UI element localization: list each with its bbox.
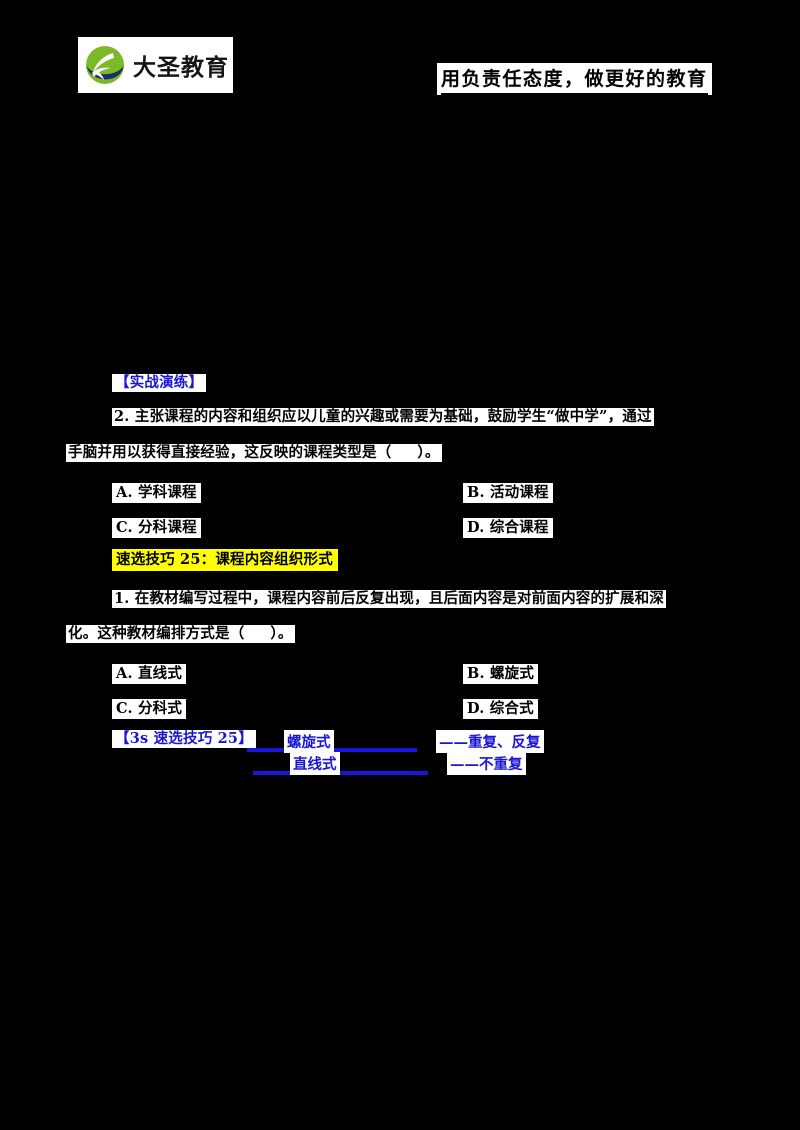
question-1-line-2: 化。这种教材编排方式是（ ）。 <box>66 625 295 644</box>
question-1-line-2-post: ）。 <box>270 625 293 642</box>
question-1-option-d[interactable]: D. 综合式 <box>463 699 538 720</box>
tip-result-repeat: ——重复、反复 <box>436 730 544 753</box>
tip-connector-line-2 <box>253 771 428 775</box>
tip-term-spiral: 螺旋式 <box>284 730 334 753</box>
question-2-line-2: 手脑并用以获得直接经验，这反映的课程类型是（ ）。 <box>66 444 442 463</box>
question-2-option-c[interactable]: C. 分科课程 <box>112 518 201 539</box>
brand-name: 大圣教育 <box>133 55 229 81</box>
highlight-banner: 速选技巧 25：课程内容组织形式 <box>112 549 338 572</box>
header-slogan-block: 用负责任态度，做更好的教育 <box>437 63 712 95</box>
tip-tag: 【3s 速选技巧 25】 <box>112 730 256 749</box>
section-tag: 【实战演练】 <box>112 374 207 393</box>
question-2-option-b[interactable]: B. 活动课程 <box>463 483 553 504</box>
tip-term-linear: 直线式 <box>290 752 340 775</box>
question-2-line-2-pre: 手脑并用以获得直接经验，这反映的课程类型是（ <box>68 444 392 461</box>
tip-result-no-repeat: ——不重复 <box>447 752 526 775</box>
question-2-line-2-post: ）。 <box>417 444 440 461</box>
question-2-option-a[interactable]: A. 学科课程 <box>112 483 201 504</box>
header-slogan: 用负责任态度，做更好的教育 <box>441 64 708 95</box>
question-1-option-c[interactable]: C. 分科式 <box>112 699 187 720</box>
question-2-option-d[interactable]: D. 综合课程 <box>463 518 553 539</box>
question-1-line-2-pre: 化。这种教材编排方式是（ <box>68 625 245 642</box>
question-1-option-b[interactable]: B. 螺旋式 <box>463 664 539 685</box>
globe-bird-logo-icon <box>83 43 127 87</box>
question-1-line-1: 1. 在教材编写过程中，课程内容前后反复出现，且后面内容是对前面内容的扩展和深 <box>112 590 666 609</box>
question-2-line-1: 2. 主张课程的内容和组织应以儿童的兴趣或需要为基础，鼓励学生“做中学”，通过 <box>112 408 654 427</box>
brand-logo-block: 大圣教育 <box>78 37 233 93</box>
question-1-option-a[interactable]: A. 直线式 <box>112 664 187 685</box>
